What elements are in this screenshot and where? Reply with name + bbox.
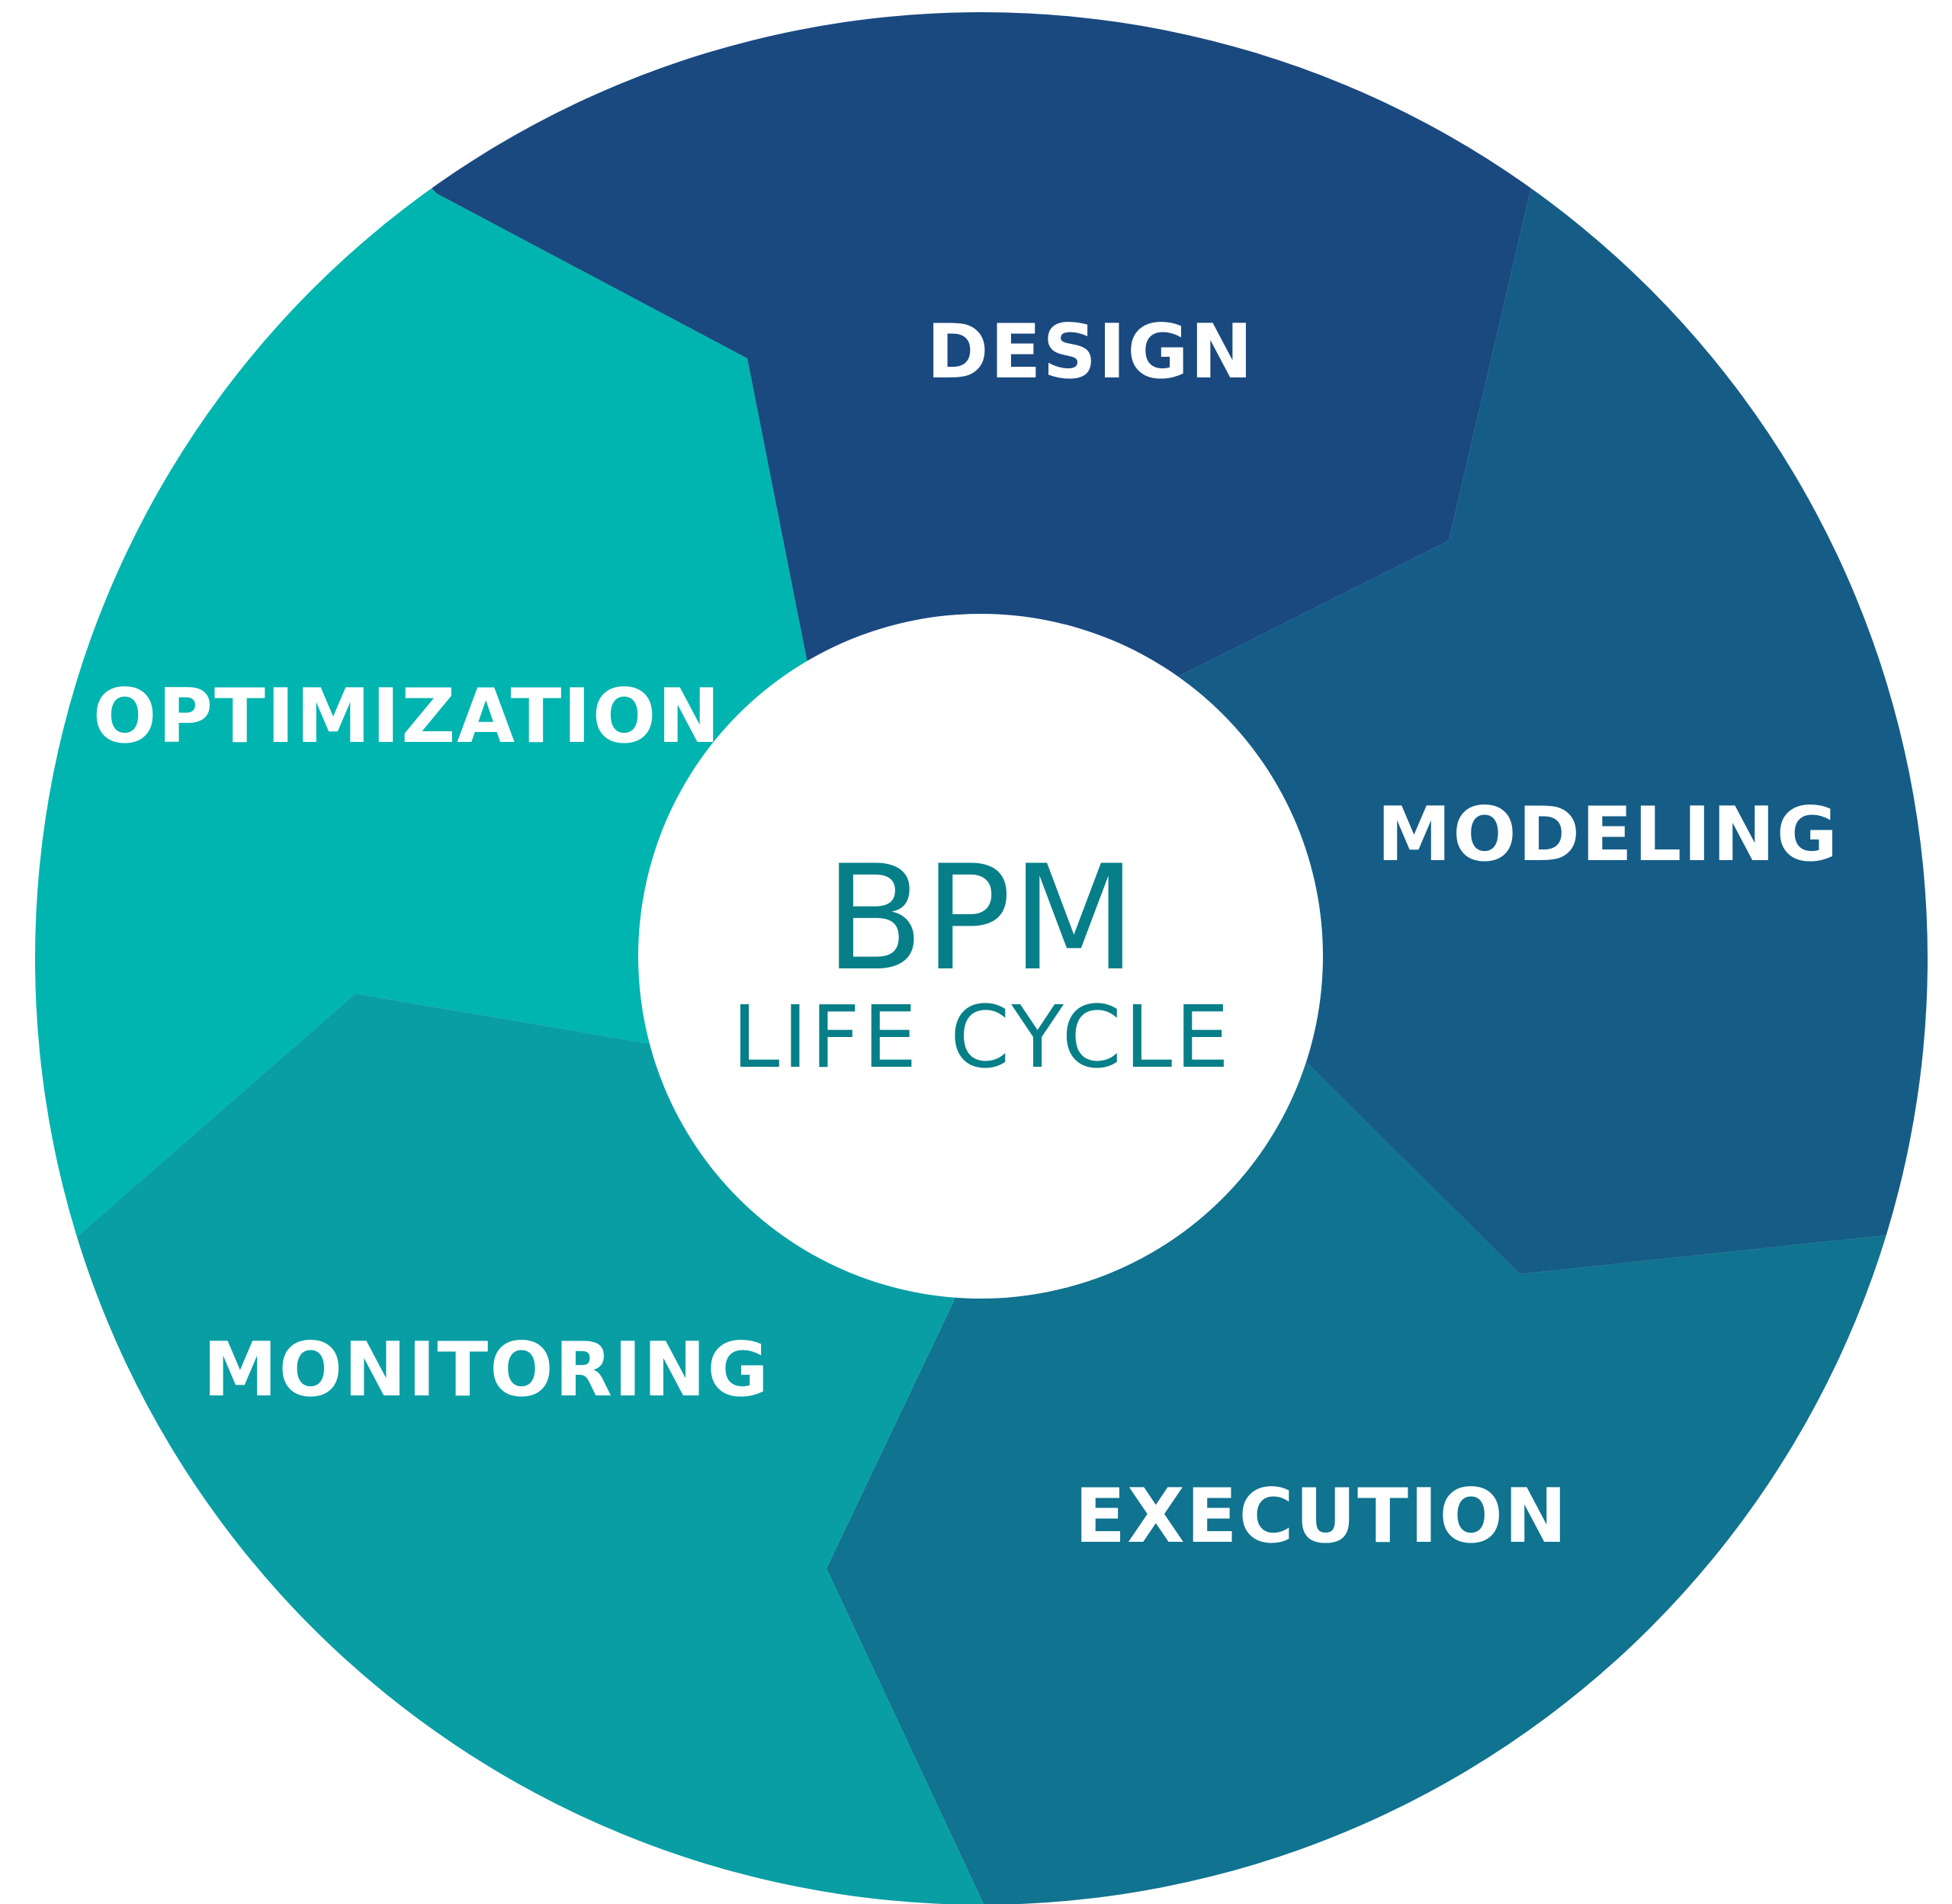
stage-label-optimization: OPTIMIZATION bbox=[93, 673, 721, 760]
stage-label-modeling: MODELING bbox=[1377, 791, 1840, 878]
stage-label-monitoring: MONITORING bbox=[203, 1327, 770, 1414]
segment-design bbox=[396, 12, 1571, 958]
stage-label-execution: EXECUTION bbox=[1074, 1473, 1568, 1560]
stage-label-design: DESIGN bbox=[926, 309, 1254, 396]
center-subtitle: LIFE CYCLE bbox=[732, 988, 1232, 1087]
center-circle bbox=[638, 614, 1323, 1299]
center-title: BPM bbox=[825, 834, 1137, 1003]
